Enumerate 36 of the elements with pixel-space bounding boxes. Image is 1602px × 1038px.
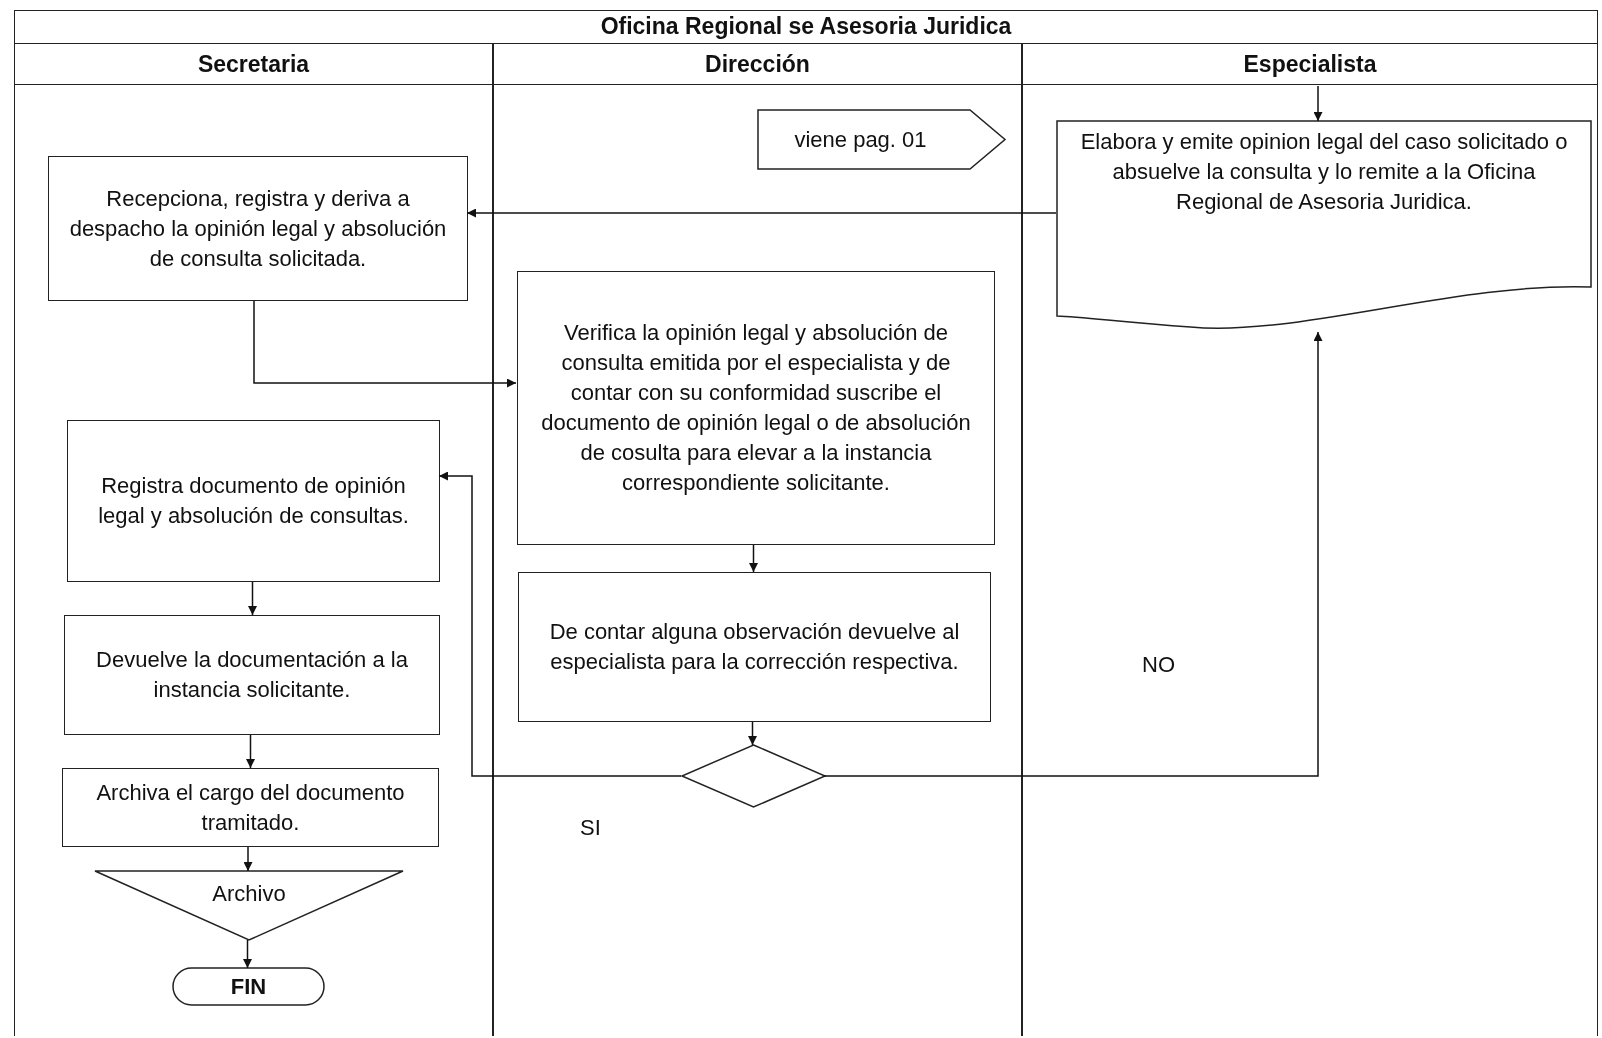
swimlane xyxy=(1022,44,1598,1036)
arrow xyxy=(748,721,757,746)
step-text: viene pag. 01 xyxy=(794,125,927,154)
arrow xyxy=(823,331,1323,777)
step-text: Recepciona, registra y deriva a despacho la opinión legal y absolución de consulta solicitada. xyxy=(68,184,448,273)
step-text: Verifica la opinión legal y absolución de consulta emitida por el especialista y de contar con su conformidad suscribe el documento de opinión legal o de absolución de cosulta para elevar a la instancia correspondiente solicitante. xyxy=(540,319,972,497)
arrow xyxy=(749,544,758,573)
process-box xyxy=(62,768,439,847)
branch-label: SI xyxy=(580,815,601,841)
arrow xyxy=(438,471,682,777)
process-box xyxy=(518,572,991,722)
process-box xyxy=(517,271,995,545)
step-text: Archivo xyxy=(212,880,286,908)
step-text: FIN xyxy=(230,972,267,1001)
arrow xyxy=(1313,85,1323,122)
step-text: Elabora y emite opinion legal del caso solicitado o absuelve la consulta y lo remite a la Oficina Regional de Asesoria Juridica. xyxy=(1079,128,1569,216)
swimlane xyxy=(14,44,493,1036)
arrow xyxy=(253,300,517,388)
lane-header: Dirección xyxy=(494,44,1021,85)
process-box xyxy=(67,420,440,582)
step-text: De contar alguna observación devuelve al especialista para la corrección respectiva. xyxy=(548,618,961,676)
process-box xyxy=(48,156,468,301)
swimlane xyxy=(493,44,1022,1036)
step-text: Registra documento de opinión legal y absolución de consultas. xyxy=(97,472,410,530)
arrow xyxy=(246,734,255,769)
arrow xyxy=(248,581,257,616)
arrow xyxy=(466,208,1057,218)
lane-header: Secretaria xyxy=(15,44,492,85)
step-text: Archiva el cargo del documento tramitado. xyxy=(95,778,406,837)
lane-header: Especialista xyxy=(1023,44,1597,85)
arrow xyxy=(243,846,253,872)
process-box xyxy=(64,615,440,735)
branch-label: NO xyxy=(1142,652,1175,678)
step-text: Devuelve la documentación a la instancia solicitante. xyxy=(95,646,409,704)
arrow xyxy=(243,939,252,969)
pool-title: Oficina Regional se Asesoria Juridica xyxy=(14,10,1598,44)
